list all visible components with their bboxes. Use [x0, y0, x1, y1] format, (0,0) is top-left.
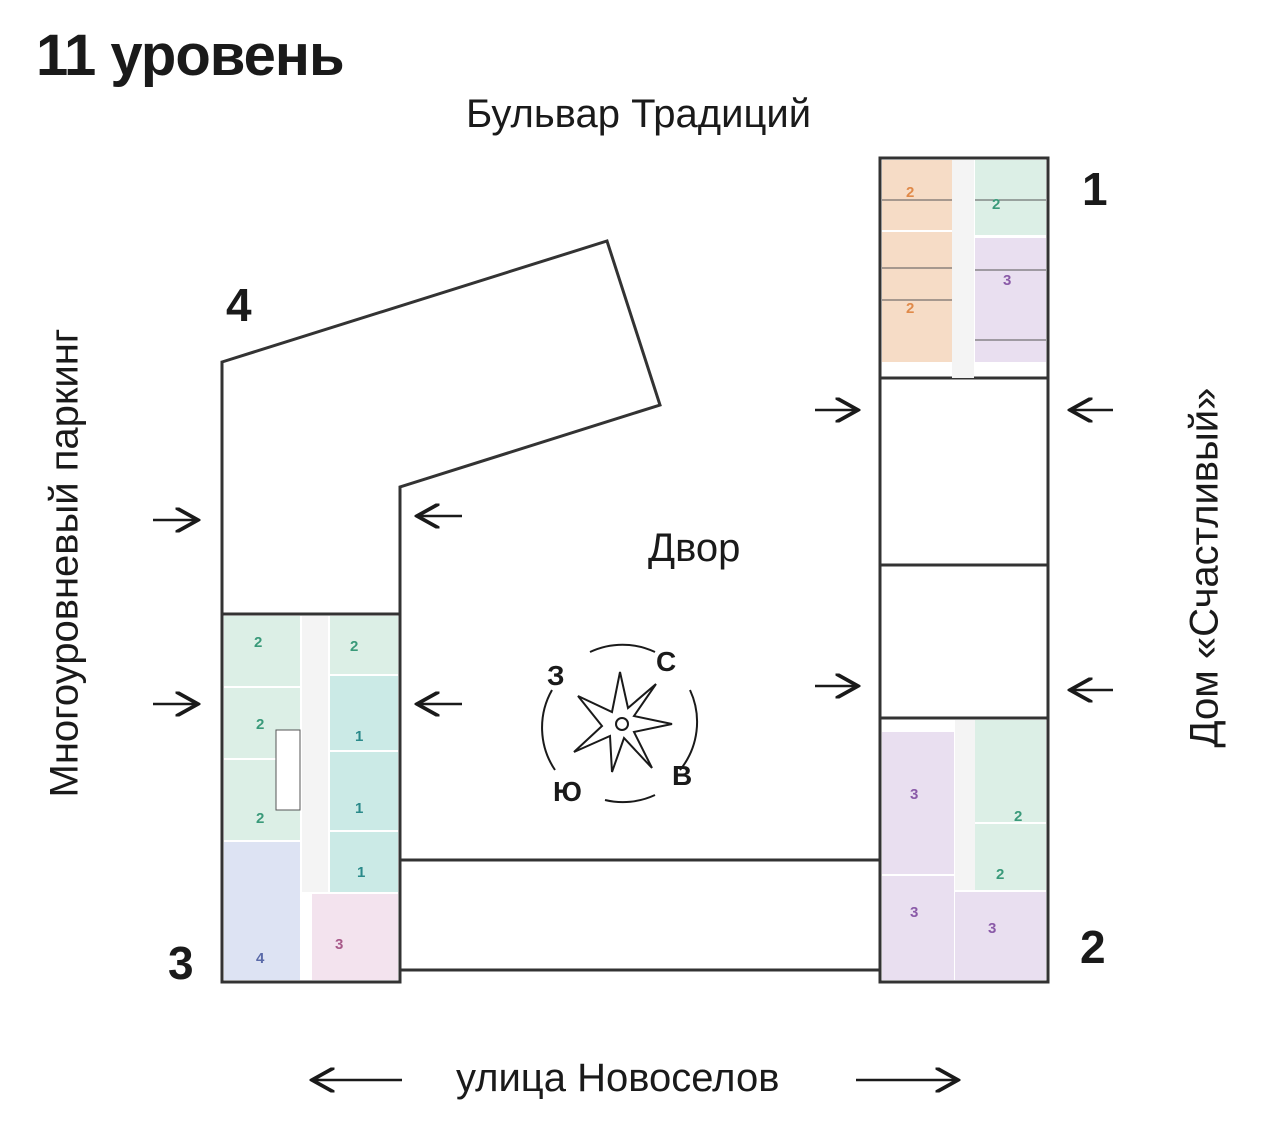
- apartment-rooms[interactable]: 4: [256, 950, 265, 967]
- apartment-rooms[interactable]: 3: [1003, 272, 1012, 289]
- floor-title: 11 уровень: [36, 23, 345, 88]
- apartment-rooms[interactable]: 1: [355, 800, 364, 817]
- compass-north: С: [656, 646, 677, 677]
- section-4-label: 4: [226, 279, 252, 331]
- apartment-rooms[interactable]: 2: [256, 716, 265, 733]
- section-3-label: 3: [168, 937, 194, 989]
- compass-east: В: [672, 760, 693, 791]
- apartment-rooms[interactable]: 3: [988, 920, 997, 937]
- apartment-rooms[interactable]: 2: [996, 866, 1005, 883]
- apartment-rooms[interactable]: 1: [357, 864, 366, 881]
- section-2-plan: [878, 716, 1050, 984]
- section-4-outline: [220, 239, 662, 616]
- apartment-rooms[interactable]: 2: [254, 634, 263, 651]
- right-wing-upper: [878, 376, 1050, 567]
- entrance-arrows: [153, 410, 1113, 1080]
- apartment-rooms[interactable]: 2: [350, 638, 359, 655]
- street-bottom: улица Новоселов: [456, 1056, 780, 1100]
- compass-west: З: [547, 660, 565, 691]
- section-1-plan: [878, 156, 1050, 380]
- apartment-rooms[interactable]: 3: [910, 904, 919, 921]
- section-3-plan: [220, 612, 402, 984]
- apartment-rooms[interactable]: 2: [906, 300, 915, 317]
- apartment-rooms[interactable]: 2: [992, 196, 1001, 213]
- street-left: Многоуровневый паркинг: [42, 328, 87, 798]
- right-wing-lower: [878, 563, 1050, 720]
- street-top: Бульвар Традиций: [466, 92, 812, 136]
- compass-south: Ю: [553, 776, 582, 807]
- section-2-label: 2: [1080, 921, 1106, 973]
- apartment-rooms[interactable]: 2: [906, 184, 915, 201]
- apartment-rooms[interactable]: 3: [335, 936, 344, 953]
- apartment-rooms[interactable]: 3: [910, 786, 919, 803]
- courtyard-label: Двор: [648, 526, 741, 570]
- compass-rose-icon: [541, 643, 699, 804]
- section-1-label: 1: [1082, 163, 1108, 215]
- apartment-rooms[interactable]: 2: [256, 810, 265, 827]
- apartment-rooms[interactable]: 2: [1014, 808, 1023, 825]
- street-right: Дом «Счастливый»: [1182, 387, 1227, 748]
- apartment-rooms[interactable]: 1: [355, 728, 364, 745]
